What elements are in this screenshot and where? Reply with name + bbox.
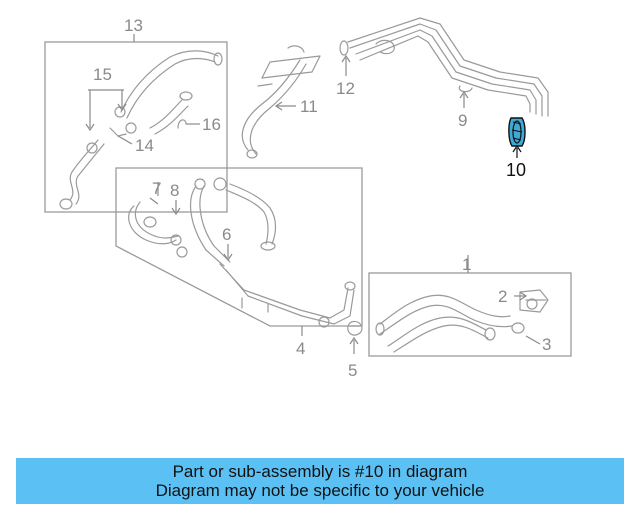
callout-14: 14 — [135, 136, 154, 155]
callout-16: 16 — [202, 115, 221, 134]
callout-5: 5 — [348, 361, 357, 380]
callout-11: 11 — [300, 97, 318, 116]
callout-15: 15 — [93, 65, 112, 84]
callout-6: 6 — [222, 225, 231, 244]
callout-3: 3 — [542, 335, 551, 354]
hose-group-4 — [128, 177, 356, 328]
info-banner: Part or sub-assembly is #10 in diagram D… — [16, 458, 624, 504]
group-box-4 — [115, 167, 363, 327]
callout-8: 8 — [170, 181, 179, 200]
banner-line-1: Part or sub-assembly is #10 in diagram — [172, 462, 468, 481]
callout-10: 10 — [506, 160, 526, 180]
callout-1: 1 — [462, 255, 471, 274]
hose-group-1 — [375, 289, 549, 353]
callout-13: 13 — [124, 16, 143, 35]
callout-9: 9 — [458, 111, 467, 130]
hose-group-13 — [59, 50, 223, 210]
hose-11 — [241, 45, 321, 159]
group-box-1 — [368, 272, 572, 357]
callout-7: 7 — [152, 179, 161, 198]
callout-4: 4 — [296, 339, 305, 358]
part-10-clamp — [508, 117, 526, 147]
callout-12: 12 — [336, 79, 355, 98]
clamp-5 — [347, 320, 363, 336]
callout-2: 2 — [498, 287, 507, 306]
banner-line-2: Diagram may not be specific to your vehi… — [155, 481, 485, 500]
pipe-assembly-9 — [339, 17, 549, 117]
parts-diagram: 13 15 14 16 11 — [44, 16, 572, 380]
